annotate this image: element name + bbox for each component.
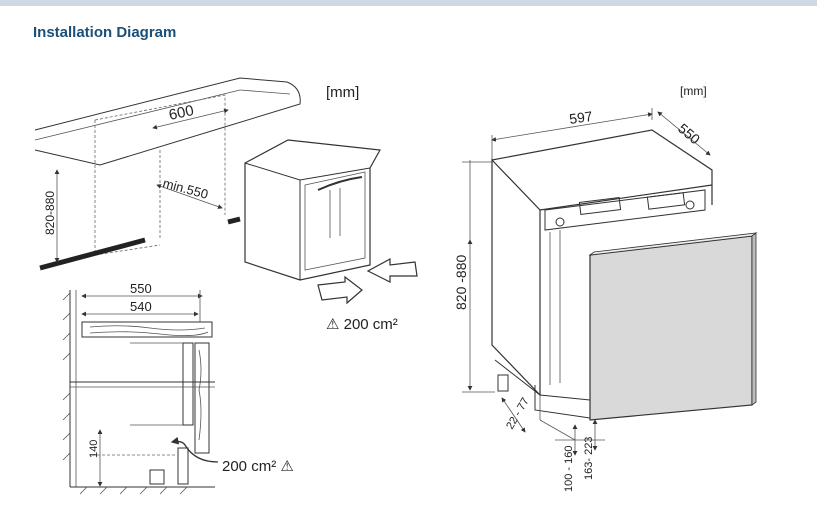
depth-540-label-section: 540 — [130, 299, 152, 314]
mm-unit-label-right: [mm] — [680, 84, 707, 98]
page-title: Installation Diagram — [33, 24, 177, 41]
depth-550-label-section: 550 — [130, 281, 152, 296]
mm-unit-label-left: [mm] — [326, 84, 359, 101]
appliance-with-door-drawing — [462, 108, 758, 456]
min-550-depth-label: min.550 — [161, 175, 210, 201]
height-140-label: 140 — [88, 440, 100, 458]
ventilation-200cm2-top: ⚠ 200 cm² — [326, 316, 398, 333]
niche-perspective-drawing — [34, 77, 418, 305]
range-100-160-label: 100 - 160 — [563, 446, 575, 492]
width-597-label: 597 — [568, 108, 594, 127]
width-600-label: 600 — [167, 102, 195, 124]
depth-550-label-right: 550 — [675, 120, 703, 147]
gap-22-77-label: 22 - 77 — [504, 396, 532, 432]
ventilation-200cm2-bottom: 200 cm² ⚠ — [222, 458, 294, 475]
cross-section-drawing — [62, 290, 219, 495]
height-820-880-label-left: 820-880 — [43, 191, 57, 235]
height-820-880-label-right: 820 -880 — [453, 255, 469, 310]
top-bar — [0, 0, 817, 6]
range-163-223-label: 163- 223 — [583, 437, 595, 480]
